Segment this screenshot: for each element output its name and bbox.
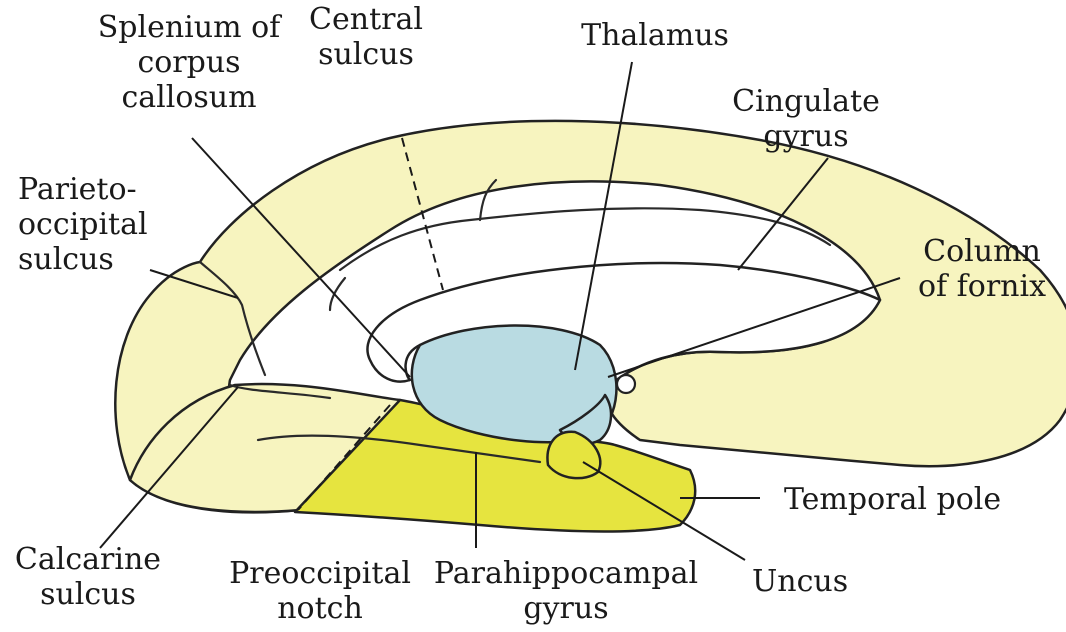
splenium-label: Splenium of corpus callosum [98, 10, 281, 115]
column-of-fornix-label-line-2: of fornix [918, 269, 1046, 304]
central-sulcus-label: Central sulcus [309, 2, 423, 72]
parieto-occipital-sulcus-label: Parieto- occipital sulcus [18, 172, 148, 277]
parahippocampal-label-line-1: Parahippocampal [434, 556, 698, 591]
calcarine-sulcus-label: Calcarine sulcus [15, 542, 161, 612]
central-sulcus-label-line-2: sulcus [309, 37, 423, 72]
parieto-occipital-label-line-2: occipital [18, 207, 148, 242]
uncus-label-line-1: Uncus [752, 564, 848, 599]
fornix-column [617, 375, 635, 393]
cingulate-gyrus-label-line-1: Cingulate [732, 84, 880, 119]
preoccipital-notch-label-line-1: Preoccipital [229, 556, 411, 591]
preoccipital-notch-label: Preoccipital notch [229, 556, 411, 626]
thalamus-label: Thalamus [581, 18, 729, 53]
parieto-occipital-label-line-1: Parieto- [18, 172, 148, 207]
splenium-label-line-3: callosum [98, 80, 281, 115]
parahippocampal-label-line-2: gyrus [434, 591, 698, 626]
cingulate-gyrus-label-line-2: gyrus [732, 119, 880, 154]
preoccipital-notch-label-line-2: notch [229, 591, 411, 626]
temporal-pole-label: Temporal pole [784, 482, 1001, 517]
splenium-label-line-2: corpus [98, 45, 281, 80]
uncus-label: Uncus [752, 564, 848, 599]
column-of-fornix-label-line-1: Column [918, 234, 1046, 269]
subparietal-sulcus-line [330, 278, 345, 310]
central-sulcus-label-line-1: Central [309, 2, 423, 37]
cingulate-gyrus-label: Cingulate gyrus [732, 84, 880, 154]
parieto-occipital-label-line-3: sulcus [18, 242, 148, 277]
thalamus-label-line-1: Thalamus [581, 18, 729, 53]
temporal-pole-label-line-1: Temporal pole [784, 482, 1001, 517]
calcarine-sulcus-label-line-2: sulcus [15, 577, 161, 612]
splenium-label-line-1: Splenium of [98, 10, 281, 45]
calcarine-sulcus-label-line-1: Calcarine [15, 542, 161, 577]
parahippocampal-gyrus-label: Parahippocampal gyrus [434, 556, 698, 626]
column-of-fornix-label: Column of fornix [918, 234, 1046, 304]
